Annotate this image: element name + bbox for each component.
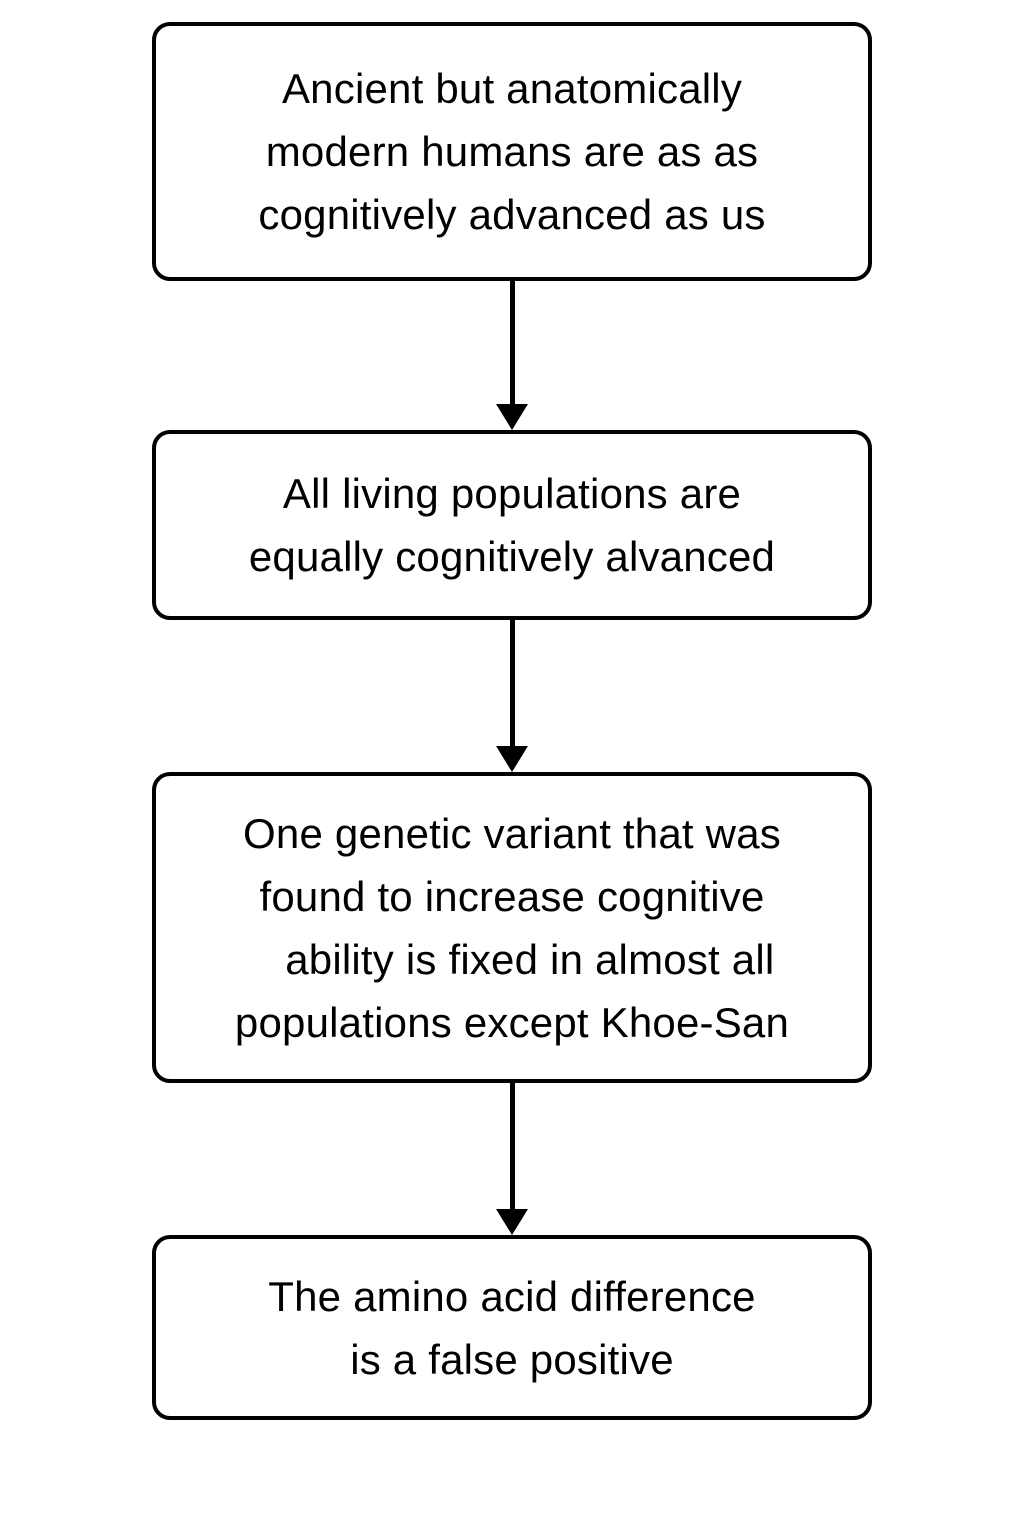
flowchart-node-ancient-humans: Ancient but anatomically modern humans a…: [152, 22, 872, 281]
arrow-down-icon: [496, 1209, 528, 1235]
node-text-line: All living populations are: [282, 470, 742, 517]
arrow-stem: [509, 620, 515, 746]
node-text-line: cognitively advanced as us: [258, 191, 766, 238]
node-text-line: One genetic variant that was: [243, 809, 781, 857]
flowchart-node-false-positive: The amino acid difference is a false pos…: [152, 1235, 872, 1420]
down-arrow-connector-3: [496, 1083, 528, 1235]
node-text-line: modern humans are as as: [265, 128, 759, 175]
flowchart-node-living-populations: All living populations are equally cogni…: [152, 430, 872, 620]
down-arrow-connector-2: [496, 620, 528, 772]
flowchart-node-genetic-variant: One genetic variant that was found to in…: [152, 772, 872, 1083]
arrow-down-icon: [496, 746, 528, 772]
node-text-line: The amino acid difference: [268, 1272, 756, 1320]
node-text-line: ability is fixed in almost all: [249, 935, 775, 983]
arrow-stem: [509, 1083, 515, 1209]
down-arrow-connector-1: [496, 281, 528, 430]
node-text-line: found to increase cognitive: [259, 872, 765, 920]
arrow-stem: [509, 281, 515, 404]
node-text-line: populations except Khoe-San: [234, 998, 790, 1046]
arrow-down-icon: [496, 404, 528, 430]
node-text-line: Ancient but anatomically: [281, 65, 743, 112]
node-text-line: is a false positive: [350, 1335, 674, 1383]
node-text-line: equally cognitively alvanced: [248, 533, 776, 580]
